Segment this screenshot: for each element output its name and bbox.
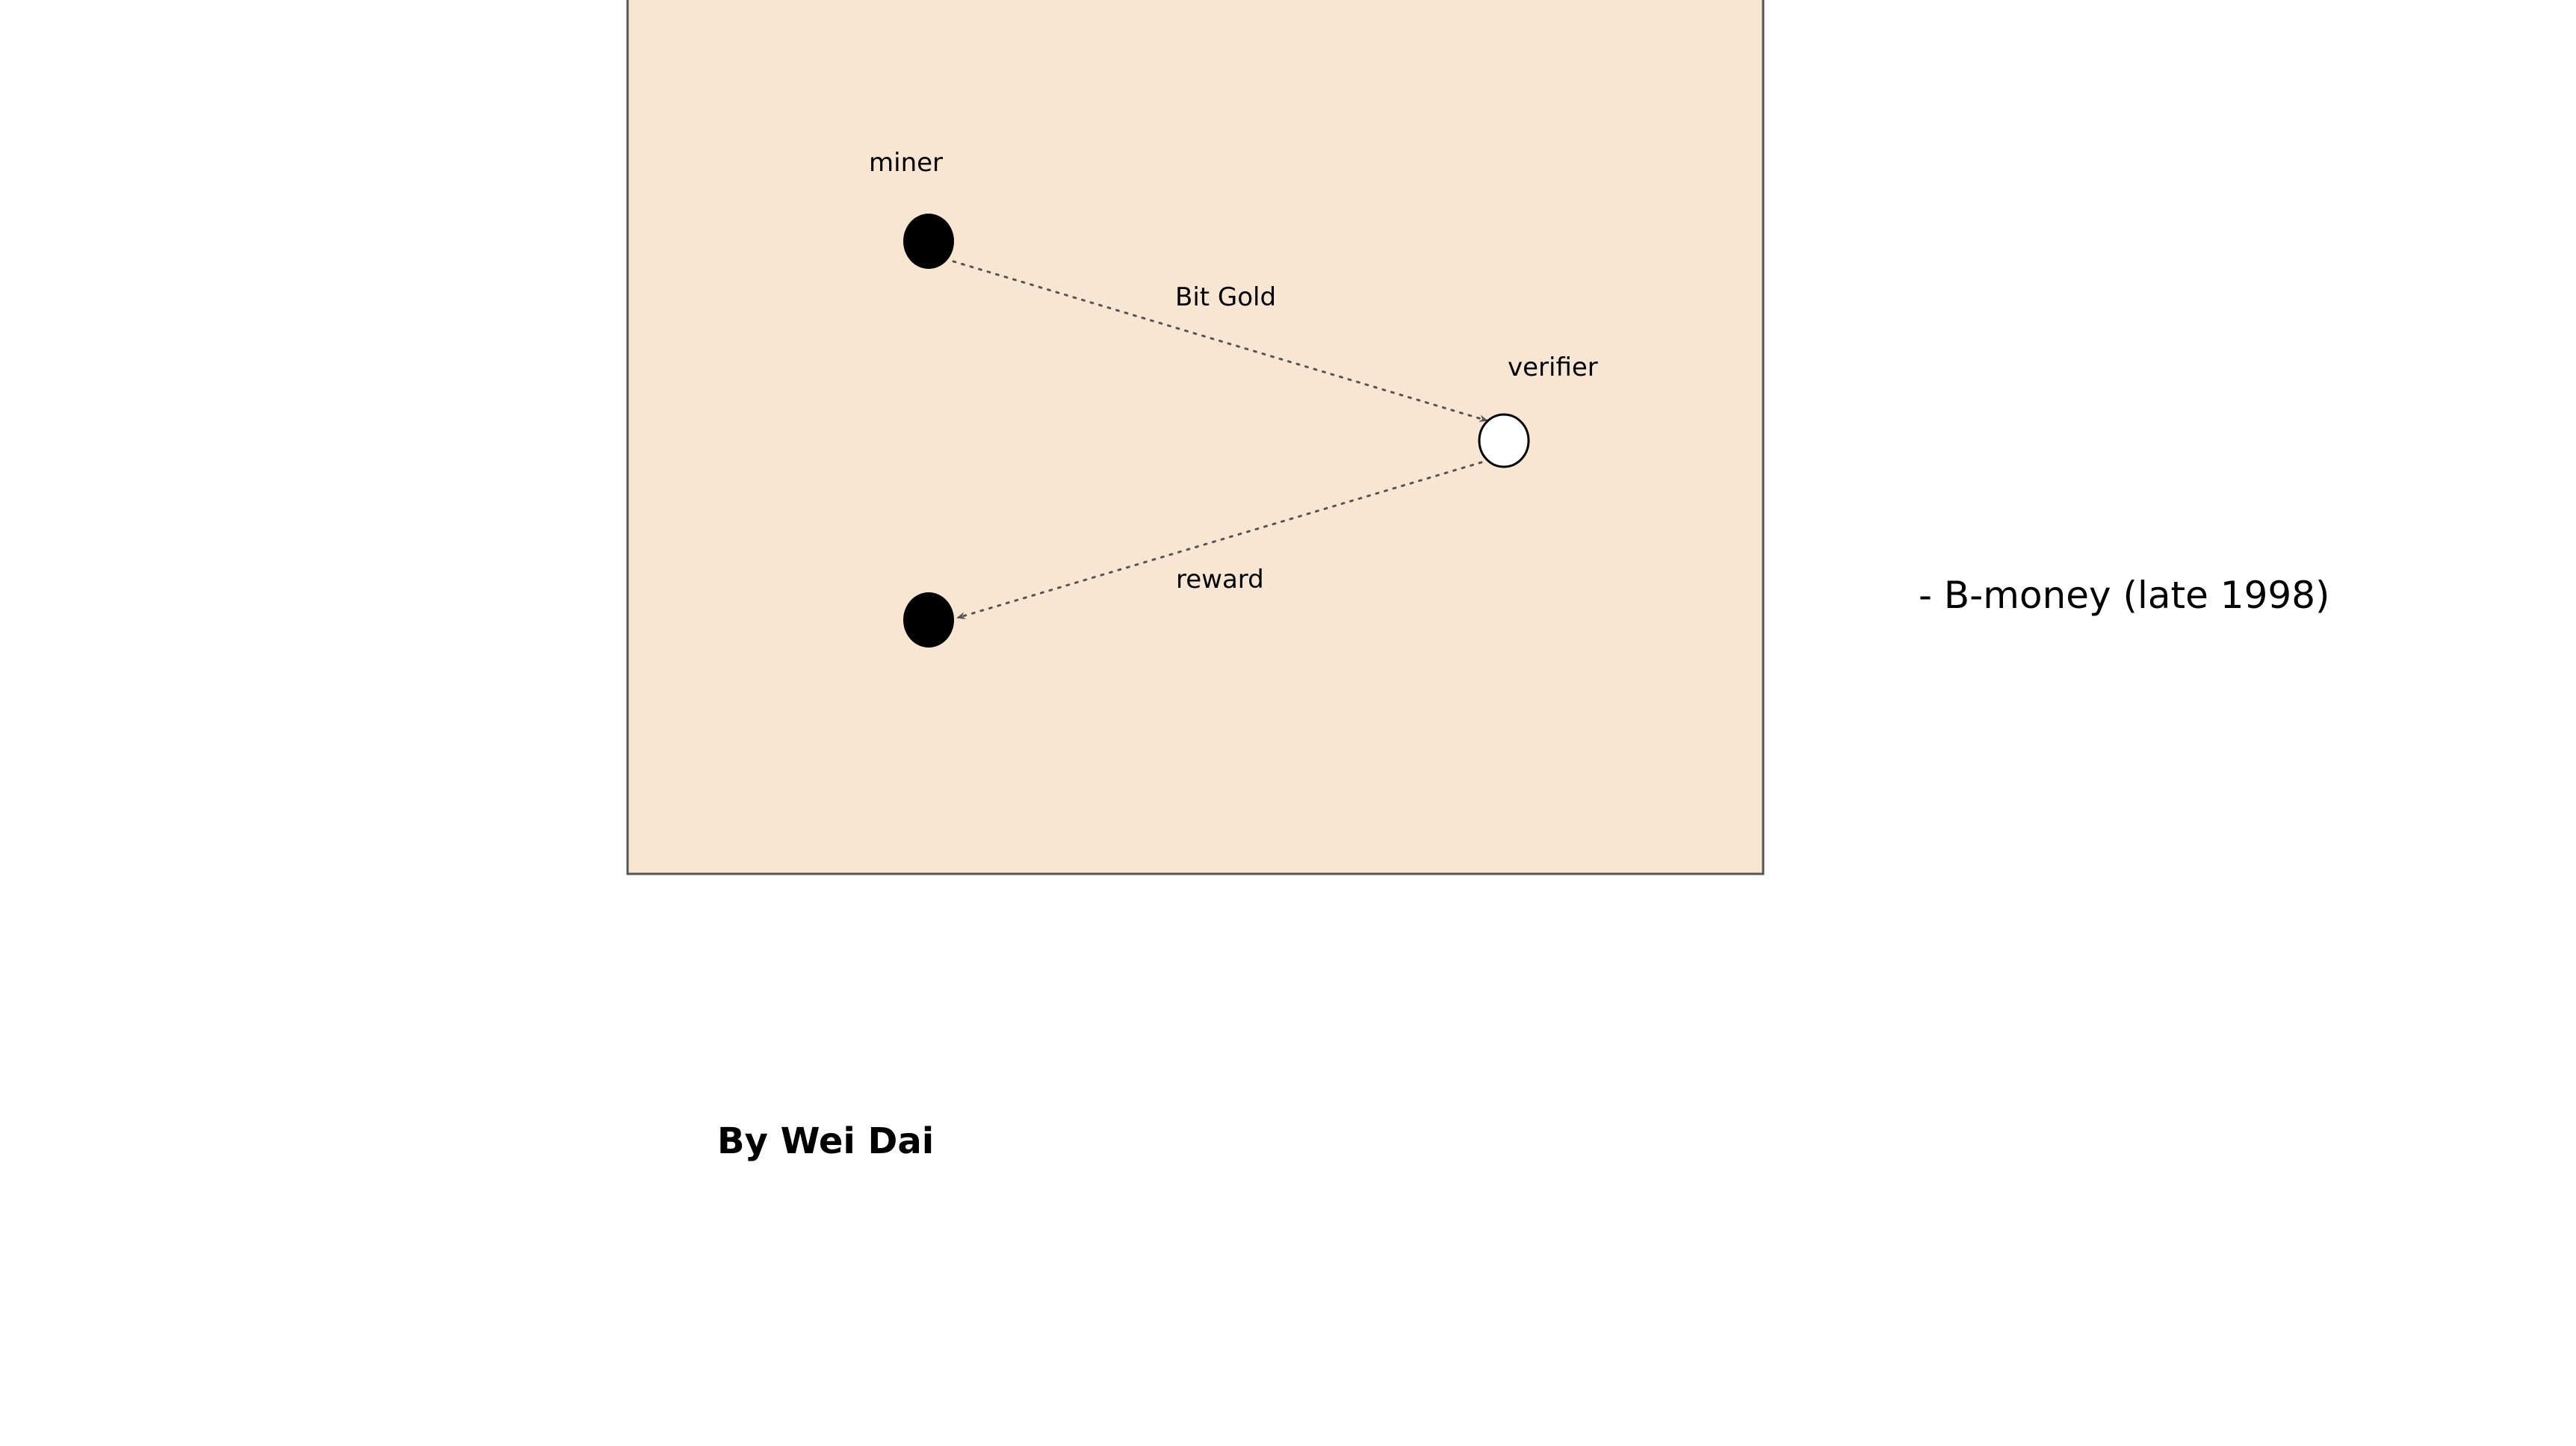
- reward-recipient-node: [903, 592, 954, 648]
- author-credit: By Wei Dai: [717, 1120, 935, 1162]
- edge-miner-to-verifier: [952, 260, 1488, 422]
- verifier-label: verifier: [1508, 353, 1598, 382]
- miner-label: miner: [869, 148, 943, 178]
- edge-label-bit-gold: Bit Gold: [1175, 282, 1276, 312]
- edge-label-reward: reward: [1176, 565, 1264, 595]
- miner-node: [903, 214, 954, 269]
- side-note-b-money: - B-money (late 1998): [1919, 574, 2330, 617]
- verifier-node: [1478, 413, 1530, 468]
- diagram-panel: [626, 0, 1765, 875]
- edge-verifier-to-recipient: [956, 461, 1483, 619]
